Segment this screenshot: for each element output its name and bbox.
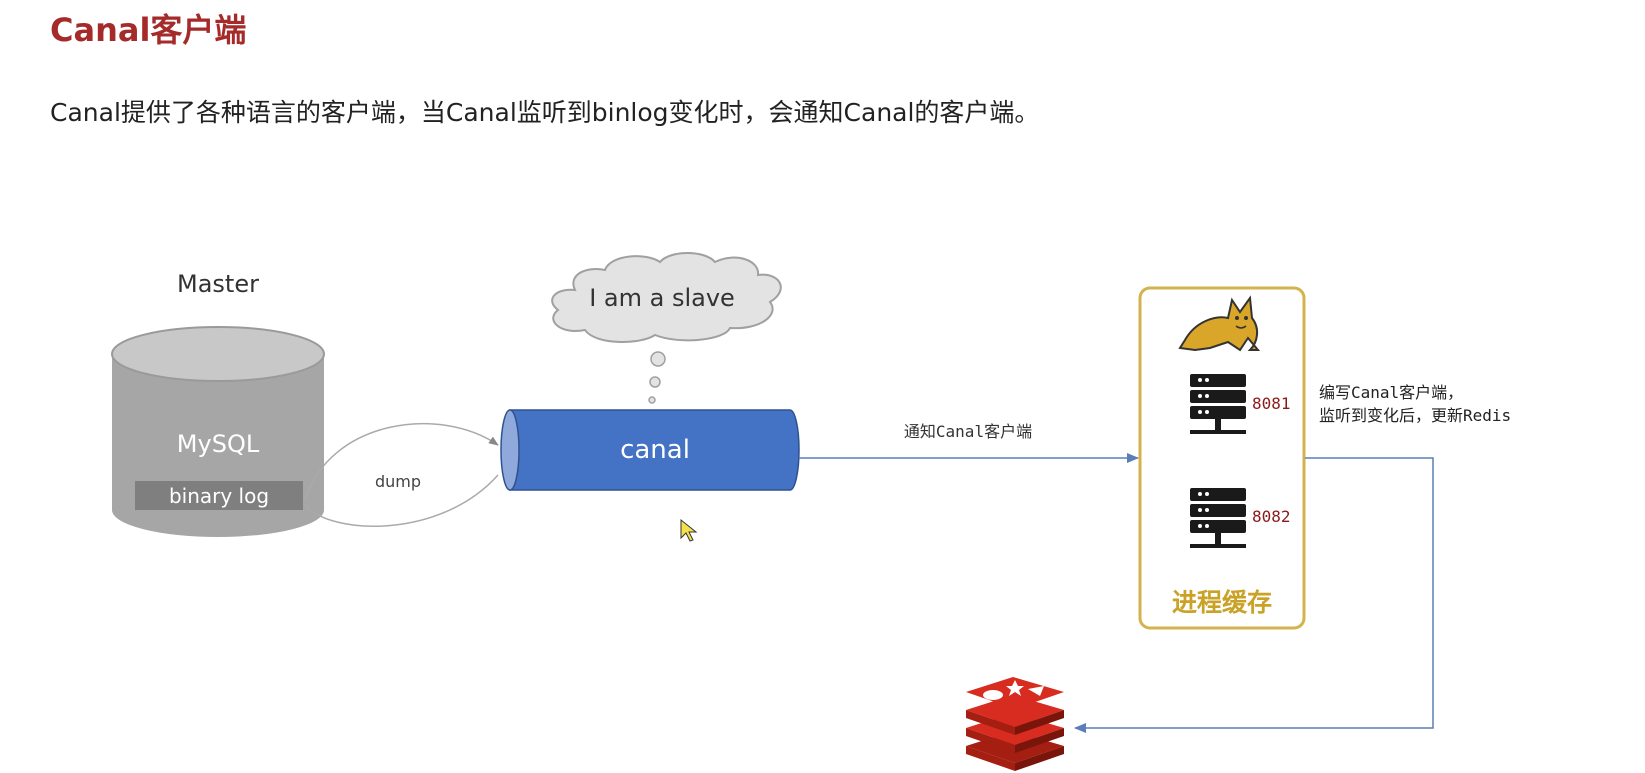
port-8082-label: 8082 <box>1252 507 1291 526</box>
tomcat-cat-icon <box>1178 295 1261 352</box>
dump-label: dump <box>375 472 421 491</box>
mysql-database-icon <box>111 326 325 537</box>
redis-icon <box>966 677 1064 771</box>
mysql-label: MySQL <box>177 430 260 458</box>
process-cache-box <box>1138 286 1306 630</box>
slave-bubble-text: I am a slave <box>589 284 735 312</box>
client-note-line-1: 编写Canal客户端， <box>1319 383 1463 402</box>
port-8081-label: 8081 <box>1252 394 1291 413</box>
canal-label: canal <box>620 435 690 465</box>
process-cache-label: 进程缓存 <box>1172 588 1272 617</box>
dump-stream-arrow <box>304 474 499 528</box>
server-icon <box>1190 374 1246 434</box>
page-description: Canal提供了各种语言的客户端，当Canal监听到binlog变化时，会通知C… <box>50 98 1040 127</box>
canal-pipe-icon <box>500 409 800 491</box>
server-icon <box>1190 488 1246 548</box>
thought-cloud-icon <box>551 252 782 404</box>
page-title: Canal客户端 <box>50 11 247 49</box>
dump-request-arrow <box>304 422 499 501</box>
binary-log-label: binary log <box>169 484 269 508</box>
update-redis-arrow <box>1074 457 1434 733</box>
client-note-line-2: 监听到变化后，更新Redis <box>1319 406 1511 425</box>
master-label: Master <box>177 270 259 298</box>
mouse-cursor-icon <box>680 518 698 542</box>
notify-label: 通知Canal客户端 <box>904 422 1032 441</box>
